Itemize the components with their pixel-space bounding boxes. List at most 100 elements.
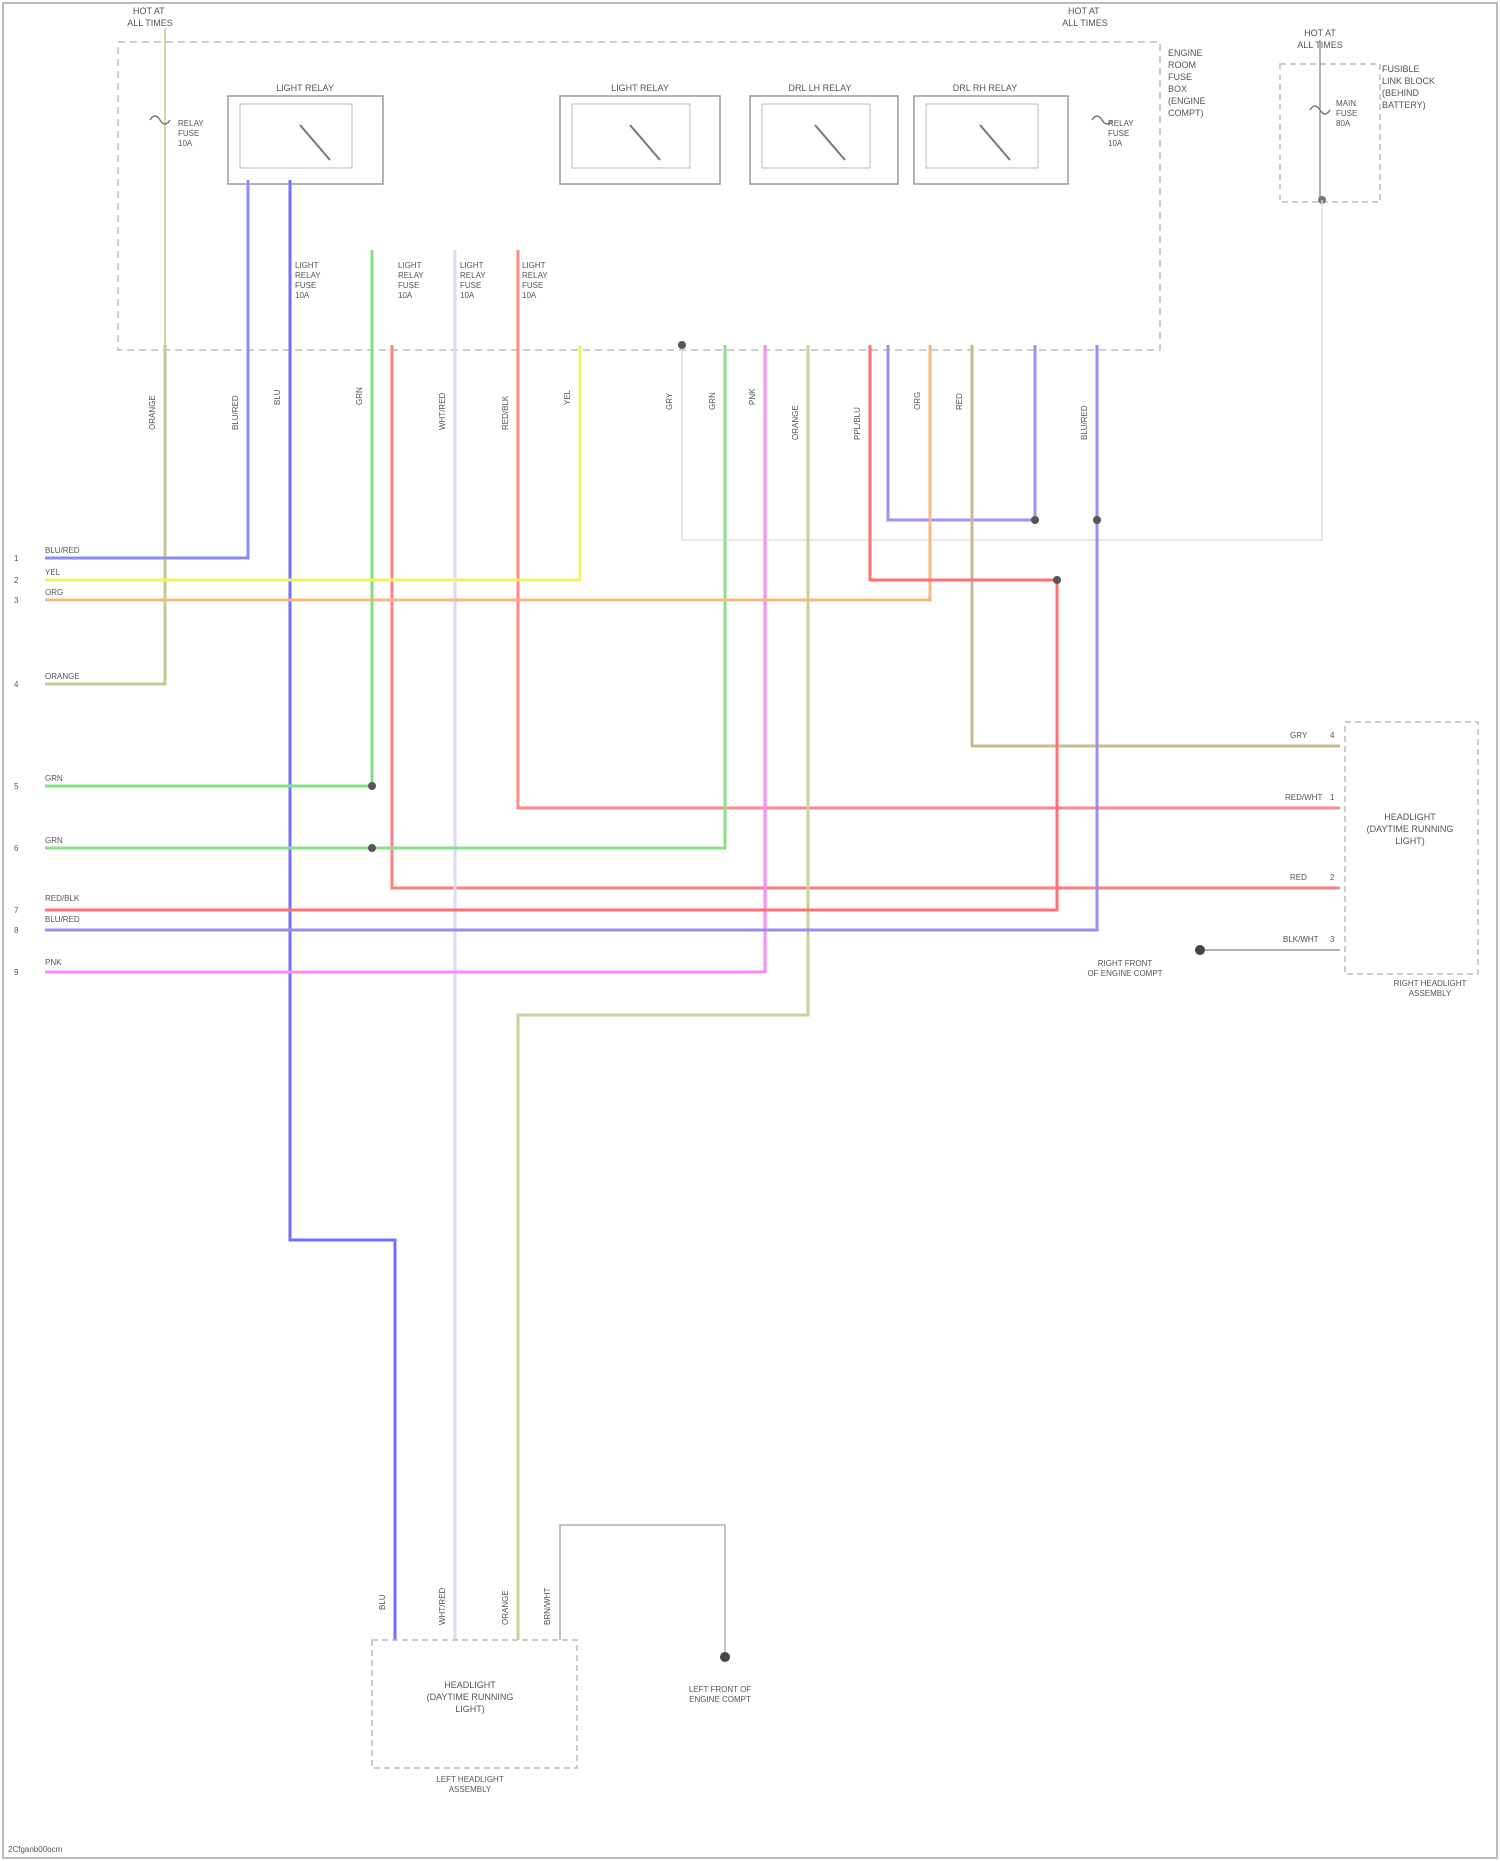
fuse-box-note: ENGINE ROOM FUSE BOX (ENGINE COMPT): [1168, 48, 1208, 118]
svg-text:BLK/WHT: BLK/WHT: [1283, 935, 1319, 944]
wire-gry: [682, 200, 1322, 540]
wire-gry-right: [972, 345, 1340, 746]
wire-pnk: [45, 345, 765, 972]
svg-text:PNK: PNK: [748, 388, 757, 405]
svg-text:WHT/RED: WHT/RED: [438, 1587, 447, 1625]
svg-text:1: 1: [14, 554, 19, 563]
svg-text:RED: RED: [955, 393, 964, 410]
svg-text:GRY: GRY: [1290, 731, 1308, 740]
svg-text:BLU/RED: BLU/RED: [45, 915, 80, 924]
svg-text:3: 3: [14, 596, 19, 605]
wire-yel: [45, 345, 580, 580]
wire-orange-top: [45, 345, 165, 684]
svg-text:LIGHT RELAY: LIGHT RELAY: [611, 83, 669, 93]
relay-3: DRL LH RELAY: [750, 83, 898, 184]
wire-org: [45, 345, 930, 600]
svg-text:4: 4: [1330, 731, 1335, 740]
svg-text:1: 1: [1330, 793, 1335, 802]
svg-text:LIGHTRELAYFUSE10A: LIGHTRELAYFUSE10A: [295, 261, 321, 300]
junctions: [368, 341, 1101, 852]
wire-red-blk: [45, 345, 1057, 910]
svg-text:9: 9: [14, 968, 19, 977]
svg-text:5: 5: [14, 782, 19, 791]
svg-text:2: 2: [1330, 873, 1335, 882]
top-right-power-label: HOT AT ALL TIMES: [1062, 6, 1108, 28]
wire-ppl-blu: [888, 345, 1035, 520]
terminal-9: 9 PNK: [14, 958, 62, 977]
terminal-2: 2 YEL: [14, 568, 61, 585]
svg-text:YEL: YEL: [45, 568, 61, 577]
svg-text:RED/BLK: RED/BLK: [45, 894, 80, 903]
svg-text:2: 2: [14, 576, 19, 585]
svg-text:RED/BLK: RED/BLK: [501, 395, 510, 430]
terminal-8: 8 BLU/RED: [14, 915, 80, 935]
svg-text:RED/WHT: RED/WHT: [1285, 793, 1322, 802]
svg-text:YEL: YEL: [563, 389, 572, 405]
relay-2: LIGHT RELAY: [560, 83, 720, 184]
svg-text:ORANGE: ORANGE: [148, 395, 157, 430]
svg-text:RED: RED: [1290, 873, 1307, 882]
wire-blu-red-8: [45, 345, 1097, 930]
svg-text:WHT/RED: WHT/RED: [438, 392, 447, 430]
top-left-power-label: HOT AT ALL TIMES: [127, 6, 173, 28]
svg-text:BLU: BLU: [273, 389, 282, 405]
footer-code: 2Cfganb00ocm: [8, 1845, 63, 1854]
svg-text:GRN: GRN: [355, 387, 364, 405]
svg-text:ORANGE: ORANGE: [501, 1590, 510, 1625]
svg-text:ORANGE: ORANGE: [791, 405, 800, 440]
svg-text:GRN: GRN: [708, 392, 717, 410]
svg-text:6: 6: [14, 844, 19, 853]
svg-text:3: 3: [1330, 935, 1335, 944]
svg-text:LIGHT RELAY: LIGHT RELAY: [276, 83, 334, 93]
svg-text:BLU: BLU: [378, 1594, 387, 1610]
wire-blu-red-1: [45, 180, 248, 558]
relay-1: LIGHT RELAY: [228, 83, 383, 184]
svg-text:GRN: GRN: [45, 774, 63, 783]
svg-text:ORANGE: ORANGE: [45, 672, 80, 681]
svg-text:4: 4: [14, 680, 19, 689]
svg-text:ORG: ORG: [913, 392, 922, 410]
relay-4: DRL RH RELAY: [914, 83, 1068, 184]
terminal-3: 3 ORG: [14, 588, 63, 605]
wire-grn-b: [45, 345, 725, 848]
svg-text:DRL LH RELAY: DRL LH RELAY: [788, 83, 851, 93]
wire-brn-wht: [560, 1525, 725, 1655]
svg-text:PPL/BLU: PPL/BLU: [853, 407, 862, 440]
terminal-4: 4 ORANGE: [14, 672, 80, 689]
svg-text:PNK: PNK: [45, 958, 62, 967]
svg-text:BRN/WHT: BRN/WHT: [543, 1588, 552, 1625]
svg-text:GRN: GRN: [45, 836, 63, 845]
svg-text:DRL RH RELAY: DRL RH RELAY: [953, 83, 1018, 93]
terminal-6: 6 GRN: [14, 836, 63, 853]
svg-text:8: 8: [14, 926, 19, 935]
svg-text:BLU/RED: BLU/RED: [1080, 405, 1089, 440]
wire-grn-a: [45, 250, 372, 786]
svg-text:ORG: ORG: [45, 588, 63, 597]
